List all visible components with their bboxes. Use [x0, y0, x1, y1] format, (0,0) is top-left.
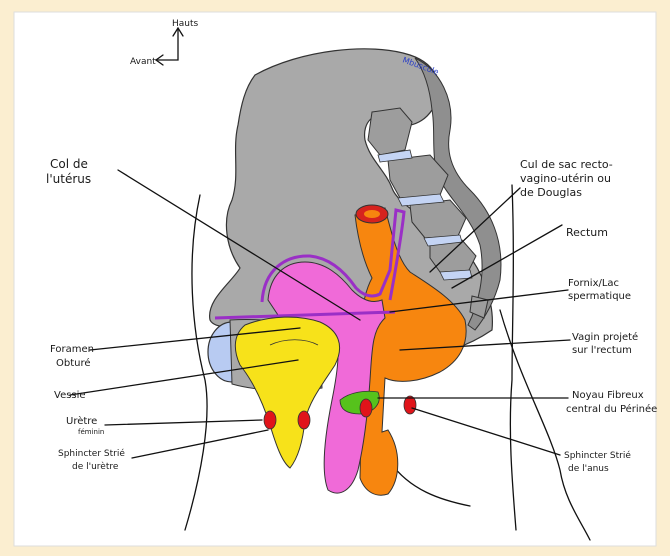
- label-col-uterus: Col de l'utérus: [46, 157, 92, 186]
- compass-up-label: Hauts: [172, 19, 199, 29]
- compass-front-label: Avant: [130, 57, 156, 67]
- anal-sphincter-left: [360, 399, 372, 417]
- urethral-sphincter-left: [264, 411, 276, 429]
- label-vessie: Vessie: [54, 390, 86, 401]
- label-rectum: Rectum: [566, 226, 608, 239]
- urethral-sphincter-right: [298, 411, 310, 429]
- anal-sphincter-right: [404, 396, 416, 414]
